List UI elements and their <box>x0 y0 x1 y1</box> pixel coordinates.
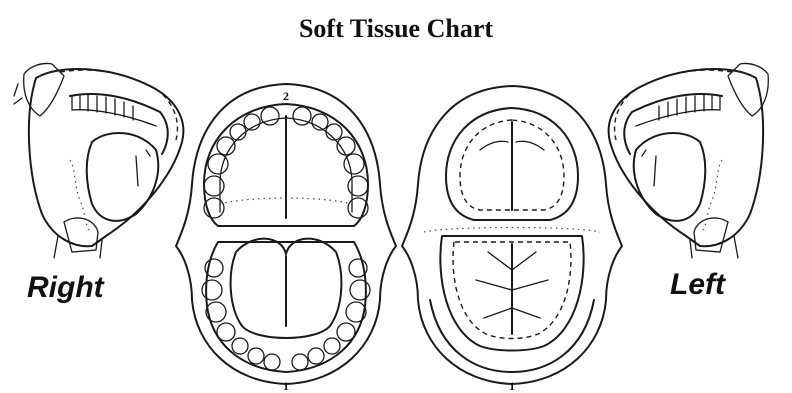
upper-midline-marker: 2 <box>283 89 289 103</box>
palate-floor-illustration: 1 <box>402 86 622 393</box>
left-buccal-view-illustration <box>609 63 769 258</box>
lower-midline-marker-right: 1 <box>509 379 515 393</box>
maxilla-mandible-illustration: 2 1 <box>176 84 396 393</box>
lower-midline-marker-left: 1 <box>283 379 289 393</box>
right-buccal-view-illustration <box>14 63 183 258</box>
